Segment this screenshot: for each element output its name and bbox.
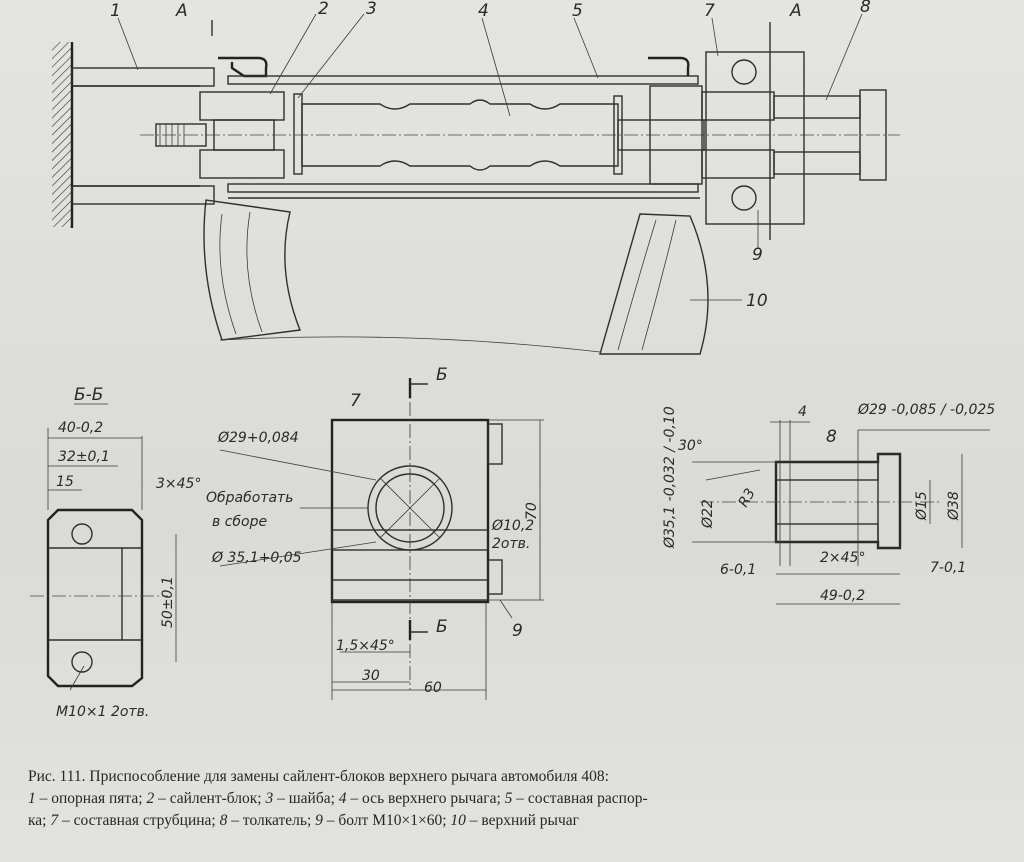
legend-num-4: 4 bbox=[338, 790, 347, 807]
pusher-top bbox=[773, 95, 861, 119]
silent-block-left-top bbox=[199, 91, 285, 121]
callout-9: 9 bbox=[752, 245, 763, 265]
note-assembly: в сборе bbox=[212, 514, 267, 530]
dim-15: 15 bbox=[56, 474, 74, 490]
callout-1: 1 bbox=[110, 1, 121, 21]
dim-d351-clamp: Ø 35,1+0,05 bbox=[211, 550, 302, 566]
legend-num-5: 5 bbox=[504, 790, 513, 807]
legend-text-2: сайлент-блок; bbox=[169, 790, 262, 807]
legend-text-3: шайба; bbox=[288, 790, 335, 807]
callout-4: 4 bbox=[478, 1, 489, 21]
clamp-view: 7 Б Б Ø29+0,084 Обработать в сборе Ø 35,… bbox=[206, 365, 544, 700]
dim-d29-pusher: Ø29 -0,085 / -0,025 bbox=[857, 402, 995, 418]
radius-r3: R3 bbox=[736, 486, 759, 510]
legend-num-7: 7 bbox=[50, 812, 59, 829]
callout-5: 5 bbox=[572, 1, 583, 21]
callout-7: 7 bbox=[704, 1, 715, 21]
legend-num-3: 3 bbox=[265, 790, 274, 807]
callout-8: 8 bbox=[860, 0, 871, 17]
dim-60: 60 bbox=[424, 680, 442, 696]
caption-title: Рис. 111. Приспособление для замены сайл… bbox=[28, 768, 609, 785]
dim-d38: Ø38 bbox=[946, 491, 962, 521]
legend-text-7: составная струбцина; bbox=[73, 812, 216, 829]
main-assembly-view: 1 А 2 3 4 5 7 А 8 9 10 bbox=[52, 0, 900, 355]
legend-num-8: 8 bbox=[219, 812, 228, 829]
dim-3x45: 3×45° bbox=[156, 476, 201, 492]
pusher-outline bbox=[774, 452, 902, 550]
legend-text-4: ось верхнего рычага; bbox=[362, 790, 501, 807]
angle-30: 30° bbox=[678, 438, 703, 454]
dim-2x45: 2×45° bbox=[820, 550, 865, 566]
thread-m10: М10×1 2отв. bbox=[56, 704, 149, 720]
dim-32: 32±0,1 bbox=[58, 449, 110, 465]
callout-10: 10 bbox=[746, 291, 768, 311]
holes-2: 2отв. bbox=[492, 536, 530, 552]
support-heel-bottom bbox=[71, 185, 215, 205]
pusher-view: 8 4 Ø29 -0,085 / -0,025 30° Ø35,1 -0,032… bbox=[662, 402, 995, 605]
dim-49: 49-0,2 bbox=[820, 588, 865, 604]
section-a-left: А bbox=[175, 1, 188, 21]
dim-1-5x45: 1,5×45° bbox=[336, 638, 395, 654]
section-b-mark-bottom: Б bbox=[436, 617, 448, 637]
upper-arm-left bbox=[203, 199, 301, 341]
upper-arm-right bbox=[599, 213, 709, 355]
dim-d351-pusher: Ø35,1 -0,032 / -0,10 bbox=[662, 406, 678, 549]
dim-7: 7-0,1 bbox=[930, 560, 966, 576]
legend-num-9: 9 bbox=[315, 812, 323, 829]
dim-6: 6-0,1 bbox=[720, 562, 756, 578]
legend-num-2: 2 bbox=[146, 790, 155, 807]
support-heel-top bbox=[71, 67, 215, 87]
dim-d15: Ø15 bbox=[914, 491, 930, 521]
legend-text-5: составная распор- bbox=[527, 790, 648, 807]
dim-50: 50±0,1 bbox=[160, 576, 176, 628]
section-b-title: Б-Б bbox=[74, 385, 103, 405]
dim-d10: Ø10,2 bbox=[491, 518, 534, 534]
dim-4: 4 bbox=[798, 404, 807, 420]
part-9-label: 9 bbox=[512, 621, 523, 641]
legend-num-10: 10 bbox=[450, 812, 466, 829]
clamp-section-outline bbox=[46, 508, 144, 688]
dim-d22: Ø22 bbox=[700, 499, 716, 529]
dim-d29-clamp: Ø29+0,084 bbox=[217, 430, 299, 446]
legend-text-1: опорная пята; bbox=[51, 790, 143, 807]
part-7-label: 7 bbox=[350, 391, 361, 411]
legend-text-5b: ка; bbox=[28, 812, 47, 829]
clamp-plate bbox=[705, 51, 805, 225]
upper-arm-axle bbox=[301, 99, 619, 171]
note-machine: Обработать bbox=[206, 490, 293, 506]
legend-text-8: толкатель; bbox=[242, 812, 312, 829]
caption-legend: 1 – опорная пята; 2 – сайлент-блок; 3 – … bbox=[28, 790, 648, 829]
wall-hatch bbox=[52, 42, 72, 227]
section-b-view: Б-Б 40-0,2 32±0,1 15 3×45° 50±0,1 М10×1 … bbox=[30, 385, 201, 720]
silent-block-left-bottom bbox=[199, 149, 285, 179]
legend-text-10: верхний рычаг bbox=[481, 812, 579, 829]
section-a-right: А bbox=[789, 1, 802, 21]
part-8-label: 8 bbox=[826, 427, 837, 447]
pusher-bottom bbox=[773, 151, 861, 175]
legend-num-1: 1 bbox=[28, 790, 36, 807]
figure-caption: Рис. 111. Приспособление для замены сайл… bbox=[28, 766, 1013, 832]
legend-text-9: болт М10×1×60; bbox=[338, 812, 447, 829]
callout-2: 2 bbox=[318, 0, 329, 19]
dim-70: 70 bbox=[524, 502, 540, 520]
dim-30: 30 bbox=[362, 668, 380, 684]
dim-40: 40-0,2 bbox=[58, 420, 103, 436]
section-b-mark-top: Б bbox=[436, 365, 448, 385]
callout-3: 3 bbox=[366, 0, 377, 19]
